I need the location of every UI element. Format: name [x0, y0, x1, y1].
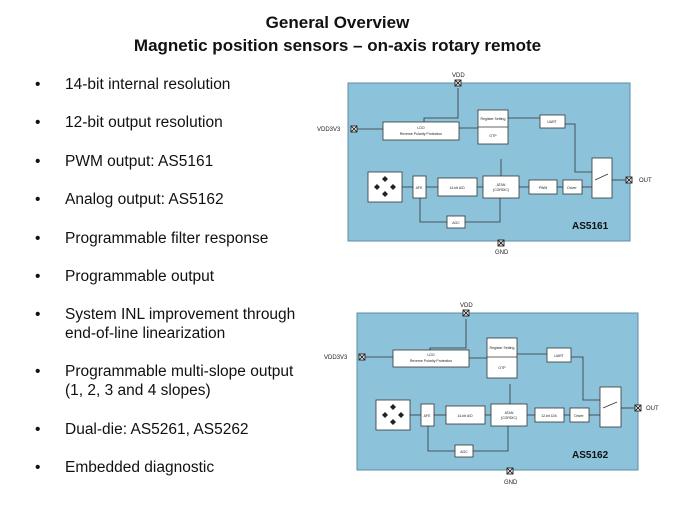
agc-block — [454, 444, 474, 458]
bullet-dot: • — [35, 153, 41, 170]
bullet-text: 12-bit output resolution — [65, 114, 223, 131]
ldo-block — [382, 121, 460, 141]
bullet-text: Programmable output — [65, 268, 215, 285]
afe-block — [420, 403, 435, 427]
bullet-dot: • — [35, 421, 41, 438]
diagram-as5161 — [347, 79, 633, 247]
ldo-block — [392, 349, 470, 368]
out-label: OUT — [639, 178, 652, 184]
gnd-label: GND — [495, 250, 509, 256]
register-otp-block — [486, 337, 518, 379]
bullet-text: System INL improvement through — [65, 306, 296, 323]
uart-block — [539, 114, 566, 129]
ldo-sub-label: Reverse Polarity Protection — [400, 132, 442, 136]
atan-label: ATAN — [505, 411, 514, 415]
out-label: OUT — [646, 406, 659, 412]
dac-block — [534, 407, 565, 423]
otp-label: OTP — [498, 366, 506, 370]
bullet-text-continued: end-of-line linearization — [65, 325, 226, 342]
driver-label: Driver — [574, 414, 584, 418]
bullet-text: PWM output: AS5161 — [65, 153, 214, 170]
output-mux-block — [599, 386, 622, 428]
driver-block — [562, 179, 583, 195]
atan-label: ATAN — [497, 183, 506, 187]
slide-title: General Overview — [265, 13, 410, 32]
otp-label: OTP — [489, 134, 497, 138]
afe-label: AFE — [424, 414, 431, 418]
slide-subtitle: Magnetic position sensors – on-axis rota… — [133, 36, 542, 55]
atan-sub-label: (CORDIC) — [501, 416, 517, 420]
chip-name-label: AS5162 — [572, 450, 609, 461]
adc-label: 14-bit A/D — [449, 186, 465, 190]
bullet-text: 14-bit internal resolution — [65, 76, 231, 93]
pins — [358, 309, 642, 475]
dac-label: 12-bit D/A — [541, 414, 557, 418]
bullet-text: Programmable multi-slope output — [65, 363, 294, 380]
bullet-text: Embedded diagnostic — [65, 459, 215, 476]
hall-sensor-icon — [382, 404, 404, 425]
bullet-dot: • — [35, 363, 41, 380]
atan-block — [482, 175, 520, 199]
pwm-block — [528, 179, 558, 195]
bullet-dot: • — [35, 76, 41, 93]
hall-sensor-icon — [374, 176, 396, 197]
gnd-label: GND — [504, 480, 518, 486]
chip-name-label: AS5161 — [572, 221, 609, 232]
driver-block — [569, 407, 590, 423]
wires — [365, 319, 637, 452]
afe-block — [412, 175, 427, 199]
pins — [350, 79, 633, 247]
vdd3v3-label: VDD3V3 — [324, 355, 348, 361]
ldo-label: LDO — [417, 126, 424, 130]
agc-label: AGC — [452, 221, 460, 225]
driver-label: Driver — [567, 186, 577, 190]
bullet-dot: • — [35, 306, 41, 323]
wires — [357, 88, 628, 242]
bullet-dot: • — [35, 230, 41, 247]
bullet-text: Analog output: AS5162 — [65, 191, 224, 208]
atan-block — [490, 403, 528, 427]
vdd3v3-label: VDD3V3 — [317, 127, 341, 133]
bullet-dot: • — [35, 114, 41, 131]
vdd-label: VDD — [460, 303, 473, 309]
bullet-dot: • — [35, 191, 41, 208]
register-label: Register Setting — [490, 346, 515, 350]
output-mux-block — [591, 157, 613, 199]
ldo-sub-label: Reverse Polarity Protection — [410, 359, 452, 363]
agc-label: AGC — [460, 450, 468, 454]
chip-body — [347, 82, 631, 242]
bullet-text: Dual-die: AS5261, AS5262 — [65, 421, 249, 438]
bullet-dot: • — [35, 268, 41, 285]
register-label: Register Setting — [481, 117, 506, 121]
uart-label: UART — [547, 120, 557, 124]
labels-as5162: VDD VDD3V3 OUT GND LDO Reverse Polarity … — [324, 303, 659, 486]
ldo-label: LDO — [427, 353, 434, 357]
afe-label: AFE — [416, 186, 423, 190]
adc-block — [437, 177, 478, 197]
agc-block — [446, 215, 466, 229]
adc-block — [445, 405, 486, 425]
bullet-dot: • — [35, 459, 41, 476]
bullet-text-continued: (1, 2, 3 and 4 slopes) — [65, 382, 211, 399]
chip-body — [356, 312, 639, 471]
labels-as5161: VDD VDD3V3 OUT GND LDO Reverse Polarity … — [317, 73, 652, 256]
adc-label: 14-bit A/D — [457, 414, 473, 418]
pwm-label: PWM — [539, 186, 548, 190]
diagram-as5162 — [356, 309, 642, 475]
vdd-label: VDD — [452, 73, 465, 79]
uart-label: UART — [554, 354, 564, 358]
uart-block — [546, 347, 572, 363]
atan-sub-label: (CORDIC) — [493, 188, 509, 192]
bullet-text: Programmable filter response — [65, 230, 269, 247]
